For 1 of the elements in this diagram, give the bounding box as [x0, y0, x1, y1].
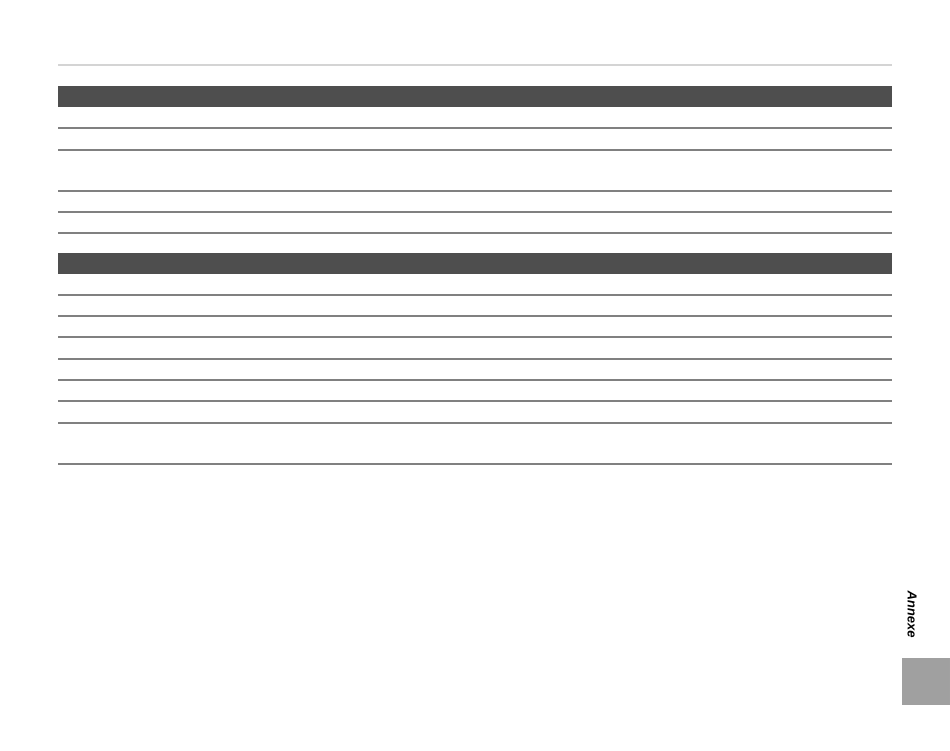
section-label: Annexe: [907, 590, 917, 638]
